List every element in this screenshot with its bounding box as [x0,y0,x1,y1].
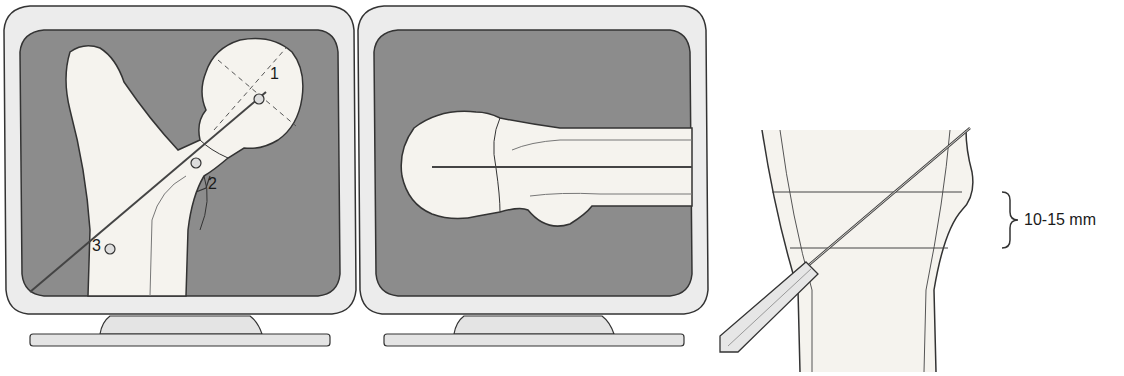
monitor-left [4,6,356,346]
femur-lateral-view [401,111,692,226]
femoral-neck-closeup [720,128,973,372]
callout-number: 2 [208,176,217,192]
callout-number: 1 [270,66,279,82]
dimension-bracket [1002,192,1018,248]
callout-number: 3 [92,238,101,254]
dimension-label: 10-15 mm [1024,212,1096,228]
monitor-middle [358,6,708,346]
femur-ap-view [30,39,303,297]
